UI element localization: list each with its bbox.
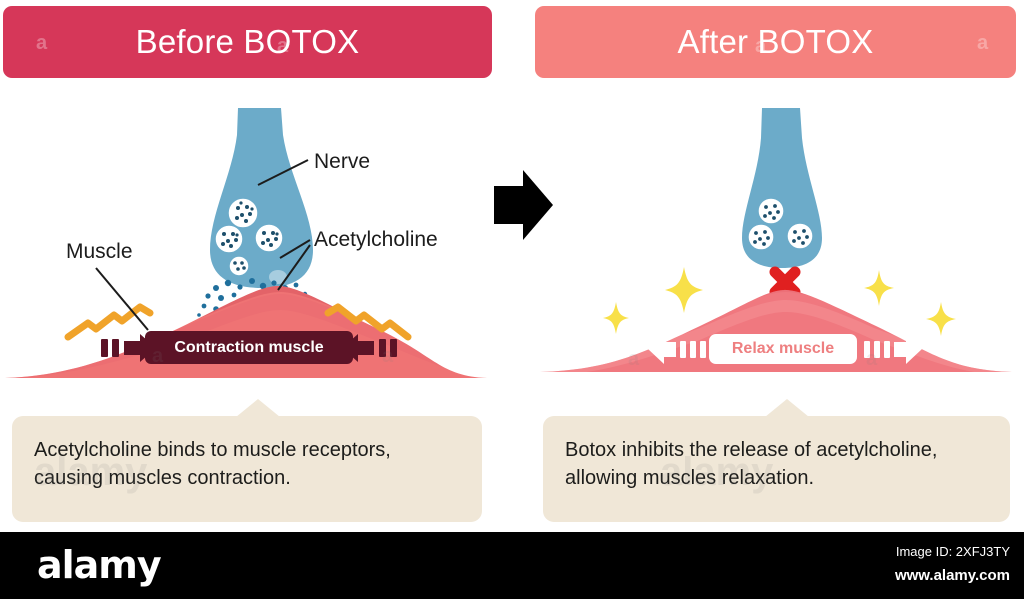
caption-before-text: Acetylcholine binds to muscle receptors,… <box>34 439 391 490</box>
contraction-muscle-label: Contraction muscle <box>174 338 324 356</box>
relax-muscle-badge: Relax muscle <box>709 334 857 364</box>
label-muscle: Muscle <box>66 240 133 263</box>
caption-before: Acetylcholine binds to muscle receptors,… <box>12 399 482 522</box>
leader-acetylcholine-cloud <box>277 244 311 291</box>
relax-muscle-label: Relax muscle <box>731 340 835 357</box>
label-acetylcholine: Acetylcholine <box>314 228 438 251</box>
contraction-zigzag-left <box>64 303 154 341</box>
leader-lines <box>95 159 311 331</box>
banner-before-botox: Before BOTOX <box>3 6 492 78</box>
caption-after-text: Botox inhibits the release of acetylchol… <box>565 439 938 490</box>
leader-nerve <box>257 159 309 186</box>
label-nerve: Nerve <box>314 150 371 173</box>
contraction-zigzag-right <box>324 303 412 341</box>
sparkle-icon <box>603 267 956 336</box>
caption-pointer <box>236 399 280 417</box>
alamy-image-id: Image ID: 2XFJ3TY <box>895 544 1010 559</box>
contraction-muscle-badge: Contraction muscle <box>145 331 353 364</box>
banner-after-botox: After BOTOX <box>535 6 1016 78</box>
leader-muscle <box>95 267 149 331</box>
alamy-logo: alamy <box>37 543 162 587</box>
leader-acetylcholine-vesicle <box>279 239 311 259</box>
vesicle-group <box>214 197 287 284</box>
banner-before-label: Before BOTOX <box>135 23 360 60</box>
blocked-x-icon <box>769 266 801 298</box>
caption-after: Botox inhibits the release of acetylchol… <box>543 399 1010 522</box>
alamy-watermark-bar: alamy Image ID: 2XFJ3TY www.alamy.com <box>0 532 1024 599</box>
relax-arrow-right <box>864 334 922 364</box>
right-nerve-terminal <box>742 108 822 268</box>
banner-after-label: After BOTOX <box>677 23 874 60</box>
relax-arrow-left <box>648 334 706 364</box>
alamy-url: www.alamy.com <box>894 567 1010 584</box>
caption-pointer <box>765 399 809 417</box>
transition-arrow-icon <box>494 170 553 240</box>
left-nerve-terminal <box>197 108 313 322</box>
